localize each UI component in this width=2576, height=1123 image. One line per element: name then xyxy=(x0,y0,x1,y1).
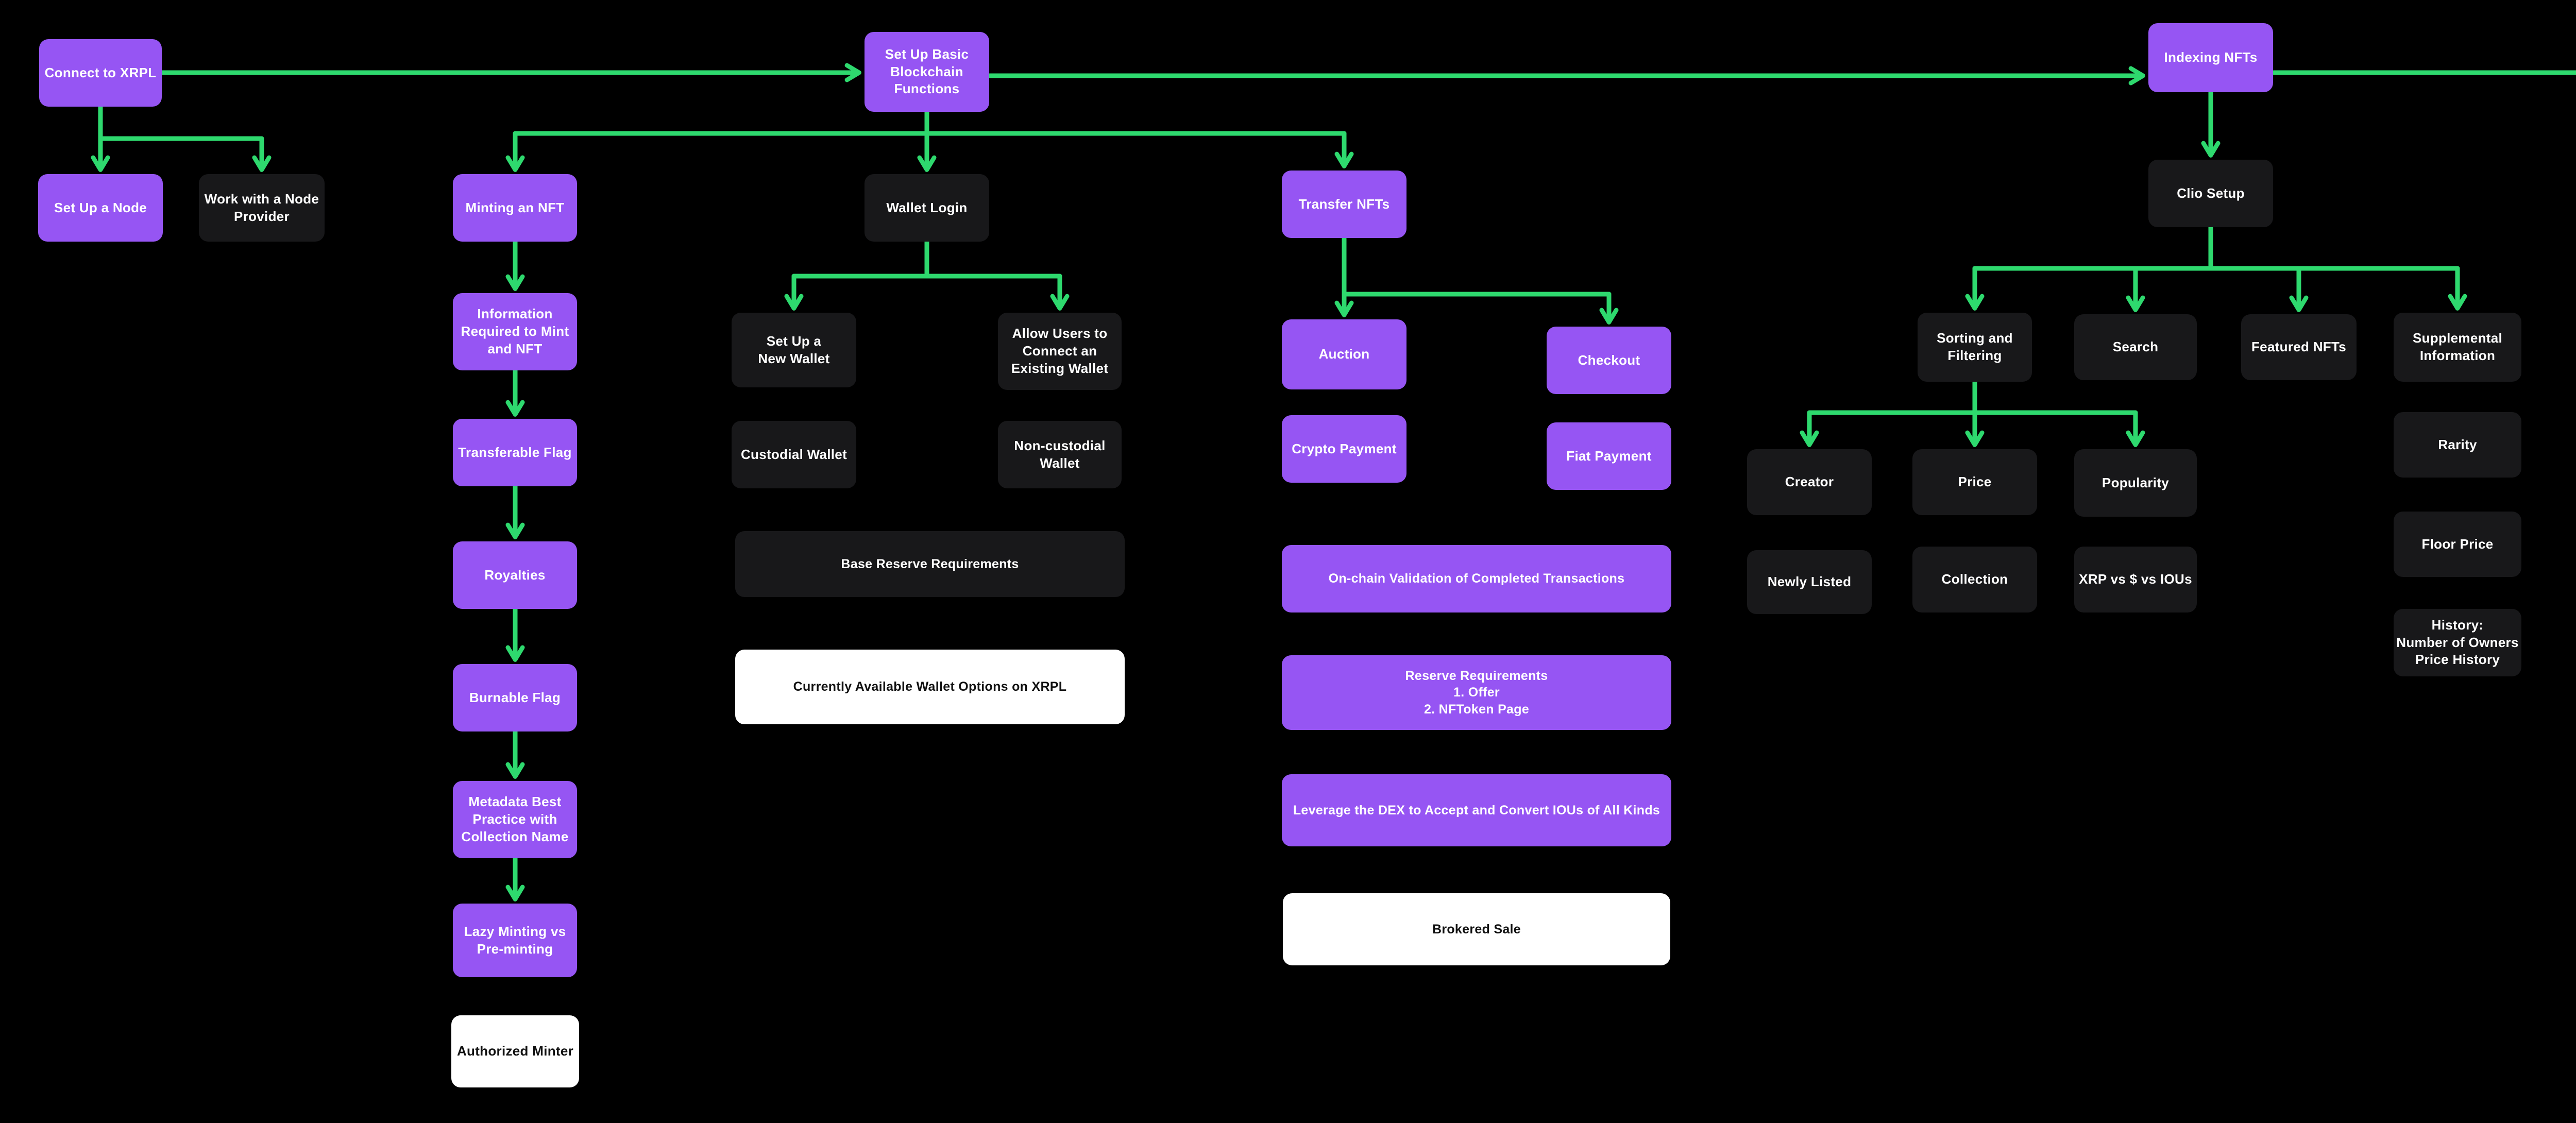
node-popularity[interactable]: Popularity xyxy=(2074,449,2197,517)
node-authorized-minter[interactable]: Authorized Minter xyxy=(451,1015,579,1087)
node-auction[interactable]: Auction xyxy=(1282,319,1406,389)
node-work-with-a-node-provider[interactable]: Work with a Node Provider xyxy=(199,174,325,242)
node-information-required-to-mint[interactable]: Information Required to Mint and NFT xyxy=(453,293,577,370)
node-reserve-requirements[interactable]: Reserve Requirements 1. Offer 2. NFToken… xyxy=(1282,655,1671,730)
node-leverage-the-dex[interactable]: Leverage the DEX to Accept and Convert I… xyxy=(1282,774,1671,846)
node-transfer-nfts[interactable]: Transfer NFTs xyxy=(1282,171,1406,238)
node-metadata-best-practice[interactable]: Metadata Best Practice with Collection N… xyxy=(453,781,577,858)
node-collection[interactable]: Collection xyxy=(1912,547,2037,612)
node-custodial-wallet[interactable]: Custodial Wallet xyxy=(732,421,856,488)
node-search[interactable]: Search xyxy=(2074,314,2197,380)
node-lazy-minting-vs-pre-minting[interactable]: Lazy Minting vs Pre-minting xyxy=(453,904,577,977)
node-history-owners-price[interactable]: History: Number of Owners Price History xyxy=(2394,609,2521,676)
node-base-reserve-requirements[interactable]: Base Reserve Requirements xyxy=(735,531,1125,597)
node-supplemental-information[interactable]: Supplemental Information xyxy=(2394,313,2521,382)
node-non-custodial-wallet[interactable]: Non-custodial Wallet xyxy=(998,421,1122,488)
node-creator[interactable]: Creator xyxy=(1747,449,1872,515)
node-wallet-login[interactable]: Wallet Login xyxy=(865,174,989,242)
node-fiat-payment[interactable]: Fiat Payment xyxy=(1547,422,1671,490)
node-royalties[interactable]: Royalties xyxy=(453,541,577,609)
node-newly-listed[interactable]: Newly Listed xyxy=(1747,550,1872,614)
node-rarity[interactable]: Rarity xyxy=(2394,412,2521,478)
node-checkout[interactable]: Checkout xyxy=(1547,327,1671,394)
node-currently-available-wallet-options[interactable]: Currently Available Wallet Options on XR… xyxy=(735,650,1125,724)
node-crypto-payment[interactable]: Crypto Payment xyxy=(1282,415,1406,483)
node-price[interactable]: Price xyxy=(1912,449,2037,515)
node-clio-setup[interactable]: Clio Setup xyxy=(2148,160,2273,227)
node-transferable-flag[interactable]: Transferable Flag xyxy=(453,419,577,486)
node-xrp-vs-usd-vs-ious[interactable]: XRP vs $ vs IOUs xyxy=(2074,547,2197,612)
node-connect-to-xrpl[interactable]: Connect to XRPL xyxy=(39,39,162,107)
node-onchain-validation[interactable]: On-chain Validation of Completed Transac… xyxy=(1282,545,1671,612)
node-sorting-and-filtering[interactable]: Sorting and Filtering xyxy=(1918,313,2032,382)
node-floor-price[interactable]: Floor Price xyxy=(2394,512,2521,577)
node-allow-users-connect-existing-wallet[interactable]: Allow Users to Connect an Existing Walle… xyxy=(998,313,1122,390)
node-minting-an-nft[interactable]: Minting an NFT xyxy=(453,174,577,242)
node-burnable-flag[interactable]: Burnable Flag xyxy=(453,664,577,731)
node-set-up-basic-blockchain-functions[interactable]: Set Up Basic Blockchain Functions xyxy=(865,32,989,112)
node-brokered-sale[interactable]: Brokered Sale xyxy=(1283,893,1670,965)
node-set-up-a-new-wallet[interactable]: Set Up a New Wallet xyxy=(732,313,856,387)
node-set-up-a-node[interactable]: Set Up a Node xyxy=(38,174,163,242)
node-indexing-nfts[interactable]: Indexing NFTs xyxy=(2148,23,2273,92)
node-featured-nfts[interactable]: Featured NFTs xyxy=(2241,314,2357,380)
